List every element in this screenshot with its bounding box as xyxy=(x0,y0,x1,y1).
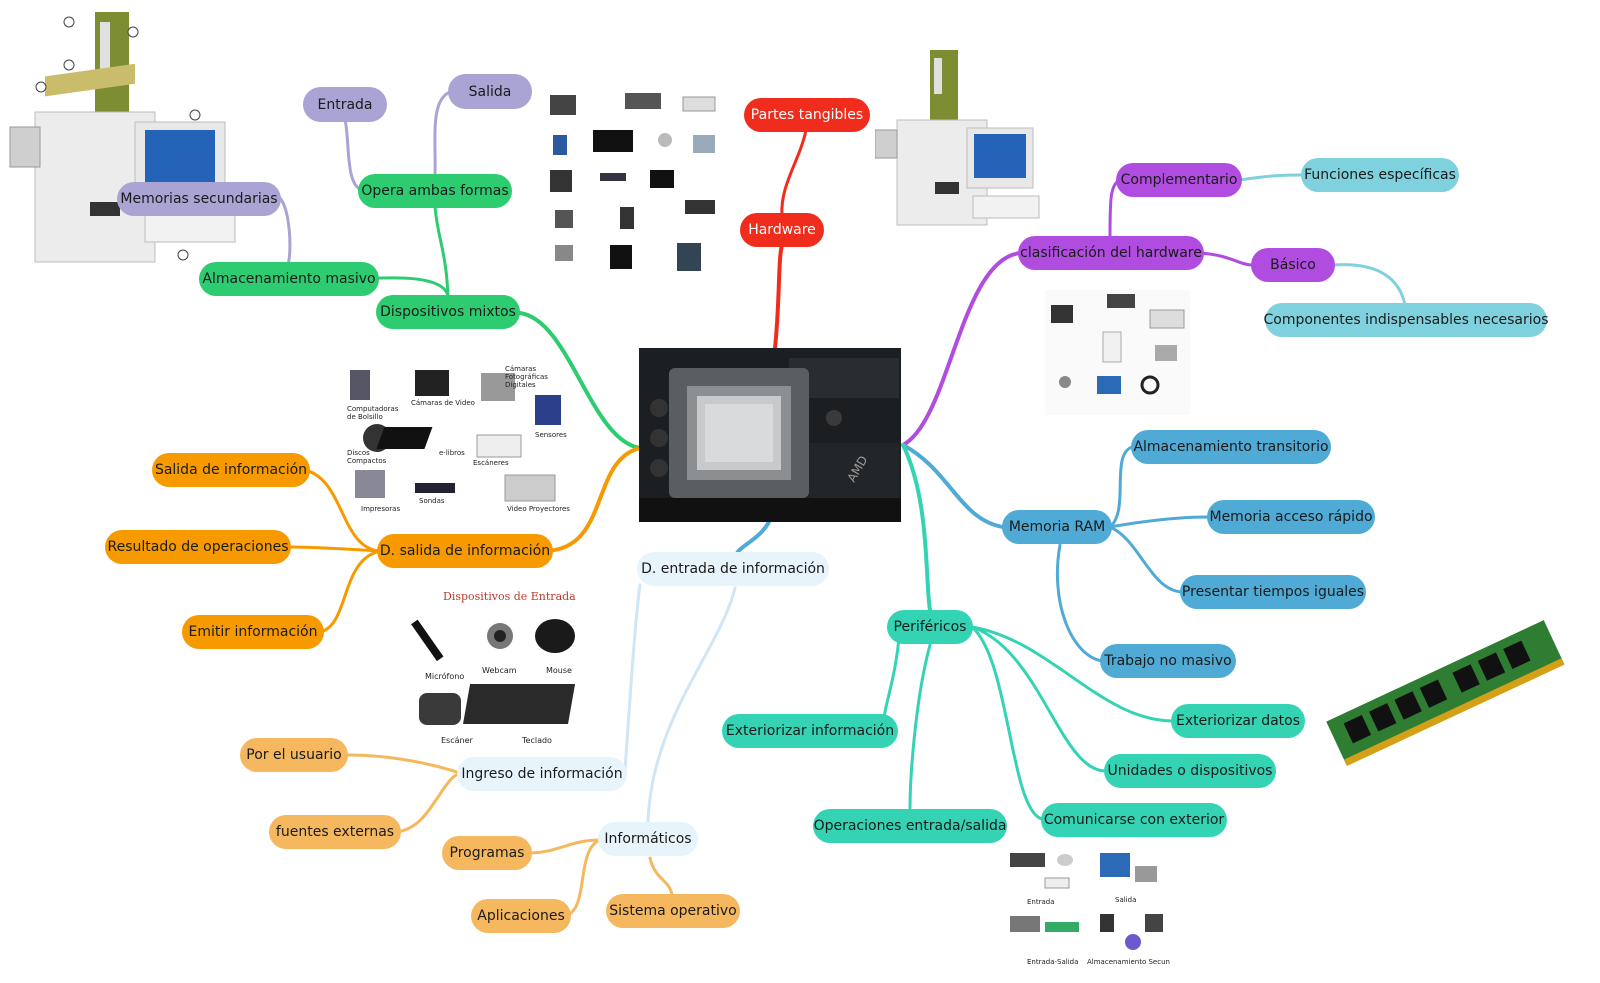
node-aplicaciones[interactable]: Aplicaciones xyxy=(471,899,571,933)
node-clasificacion-hardware[interactable]: clasificación del hardware xyxy=(1018,236,1204,270)
peripherals-image: Entrada Salida Entrada-Salida Almacenami… xyxy=(1005,848,1170,968)
node-ingreso-informacion[interactable]: Ingreso de información xyxy=(457,757,627,791)
node-salida[interactable]: Salida xyxy=(448,74,532,109)
node-almacenamiento-masivo[interactable]: Almacenamiento masivo xyxy=(199,262,379,296)
node-almacenamiento-transitorio[interactable]: Almacenamiento transitorio xyxy=(1131,430,1331,464)
mixed-devices-collage-image xyxy=(545,85,725,280)
node-unidades-dispositivos[interactable]: Unidades o dispositivos xyxy=(1104,754,1276,788)
cpu-socket-image: AMD xyxy=(639,348,901,522)
caption-mouse: Mouse xyxy=(546,666,572,675)
node-d-salida-informacion[interactable]: D. salida de información xyxy=(377,534,553,568)
caption-escaner: Escáner xyxy=(441,736,473,745)
node-partes-tangibles[interactable]: Partes tangibles xyxy=(744,98,870,132)
node-complementario[interactable]: Complementario xyxy=(1116,163,1242,197)
node-memoria-ram[interactable]: Memoria RAM xyxy=(1002,510,1112,544)
caption-per-alm-secundario: Almacenamiento Secundario xyxy=(1087,958,1170,966)
caption-escaneres: Escáneres xyxy=(473,459,509,467)
node-fuentes-externas[interactable]: fuentes externas xyxy=(269,815,401,849)
node-informaticos[interactable]: Informáticos xyxy=(598,822,698,856)
caption-impresoras: Impresoras xyxy=(361,505,401,513)
computer-diagram-image-left xyxy=(5,12,245,264)
caption-per-entrada-salida: Entrada-Salida xyxy=(1027,958,1079,966)
caption-discos: Discos Compactos xyxy=(347,449,387,465)
node-presentar-tiempos-iguales[interactable]: Presentar tiempos iguales xyxy=(1180,575,1366,609)
node-memoria-acceso-rapido[interactable]: Memoria acceso rápido xyxy=(1207,500,1375,534)
node-emitir-informacion[interactable]: Emitir información xyxy=(182,615,324,649)
caption-comp-bolsillo: Computadoras de Bolsillo xyxy=(347,405,399,421)
caption-elibros: e-libros xyxy=(439,449,465,457)
node-exteriorizar-datos[interactable]: Exteriorizar datos xyxy=(1171,704,1305,738)
node-operaciones-entrada-salida[interactable]: Operaciones entrada/salida xyxy=(813,809,1007,843)
node-componentes-indispensables[interactable]: Componentes indispensables necesarios xyxy=(1263,303,1549,337)
caption-teclado: Teclado xyxy=(522,736,552,745)
hardware-components-image xyxy=(1045,290,1190,415)
computer-diagram-image-right xyxy=(875,50,1050,228)
node-memorias-secundarias[interactable]: Memorias secundarias xyxy=(117,182,281,216)
node-sistema-operativo[interactable]: Sistema operativo xyxy=(606,894,740,928)
node-perifericos[interactable]: Periféricos xyxy=(887,610,973,644)
caption-sondas: Sondas xyxy=(419,497,445,505)
caption-per-salida: Salida xyxy=(1115,896,1137,904)
caption-per-entrada: Entrada xyxy=(1027,898,1055,906)
caption-webcam: Webcam xyxy=(482,666,517,675)
caption-camaras-video: Cámaras de Video xyxy=(411,399,475,407)
node-trabajo-no-masivo[interactable]: Trabajo no masivo xyxy=(1100,644,1236,678)
node-por-el-usuario[interactable]: Por el usuario xyxy=(240,738,348,772)
input-devices-image: Dispositivos de Entrada Micrófono Webcam… xyxy=(405,588,600,748)
node-funciones-especificas[interactable]: Funciones específicas xyxy=(1301,158,1459,192)
node-dispositivos-mixtos[interactable]: Dispositivos mixtos xyxy=(376,295,520,329)
caption-camaras-foto: Cámaras Fotográficas Digitales xyxy=(505,365,548,389)
node-exteriorizar-informacion[interactable]: Exteriorizar información xyxy=(722,714,898,748)
ram-module-image xyxy=(1320,615,1565,770)
node-comunicarse-exterior[interactable]: Comunicarse con exterior xyxy=(1041,803,1227,837)
input-devices-title: Dispositivos de Entrada xyxy=(443,590,576,603)
node-programas[interactable]: Programas xyxy=(442,836,532,870)
caption-video-proyectores: Video Proyectores xyxy=(507,505,570,513)
node-d-entrada-informacion[interactable]: D. entrada de información xyxy=(637,552,829,586)
node-basico[interactable]: Básico xyxy=(1251,248,1335,282)
caption-microfono: Micrófono xyxy=(425,672,465,681)
caption-sensores: Sensores xyxy=(535,431,567,439)
node-hardware[interactable]: Hardware xyxy=(740,213,824,247)
node-opera-ambas-formas[interactable]: Opera ambas formas xyxy=(358,174,512,208)
node-resultado-operaciones[interactable]: Resultado de operaciones xyxy=(105,530,291,564)
node-salida-informacion[interactable]: Salida de información xyxy=(152,453,310,487)
output-devices-collage-image: Computadoras de Bolsillo Cámaras de Vide… xyxy=(345,365,570,513)
node-entrada[interactable]: Entrada xyxy=(303,87,387,122)
